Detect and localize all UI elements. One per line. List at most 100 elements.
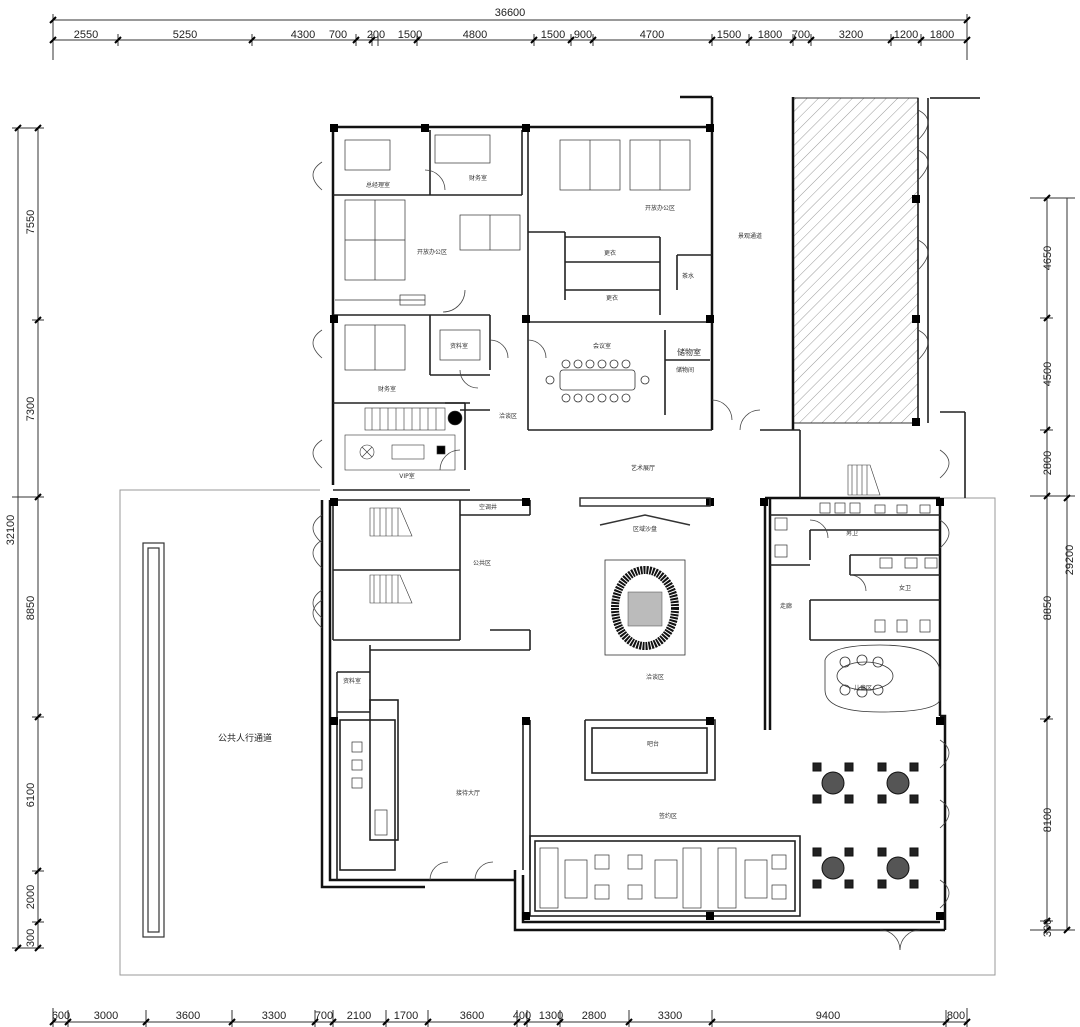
top-dimension-labels: 2550 5250 4300 700 200 1500 4800 1500 90… xyxy=(74,29,954,41)
room-art-hall: 艺术展厅 xyxy=(631,464,655,472)
room-small-2: 更衣 xyxy=(606,294,618,302)
bar-chairs xyxy=(351,741,388,836)
interior-walls xyxy=(332,130,966,917)
right-dim-label: 8850 xyxy=(1042,596,1054,620)
left-overall-dimension: 32100 xyxy=(5,515,17,546)
right-dimension-chain xyxy=(1030,197,1075,931)
courtyard-right-wall xyxy=(917,97,980,423)
top-dimension-ticks xyxy=(49,16,971,44)
right-dimension-labels: 4650 4500 2800 8850 8100 300 29200 xyxy=(1042,246,1076,937)
room-aircon: 空调井 xyxy=(479,503,497,511)
room-area-right-top: 景观通道 xyxy=(738,232,762,240)
top-dim-label: 1500 xyxy=(398,29,422,41)
room-sandtable: 区域沙盘 xyxy=(633,525,657,533)
left-dim-label: 6100 xyxy=(25,783,37,807)
right-dim-label: 4650 xyxy=(1042,246,1054,270)
public-walkway-strip xyxy=(142,542,165,938)
top-dim-label: 1800 xyxy=(930,29,954,41)
hatched-courtyard xyxy=(792,97,919,424)
top-dim-label: 4700 xyxy=(640,29,664,41)
right-overall-dimension: 29200 xyxy=(1064,545,1076,576)
negotiation-sofas xyxy=(539,847,787,909)
left-dim-label: 8850 xyxy=(25,596,37,620)
room-labels: 总经理室 财务室 开放办公区 开放办公区 财务室 资料室 VIP室 会议室 储物… xyxy=(343,174,911,820)
room-negotiation: 签约区 xyxy=(659,812,677,820)
top-dim-label: 700 xyxy=(329,29,347,41)
top-dim-label: 1200 xyxy=(894,29,918,41)
courtyard-door-swings xyxy=(917,109,929,361)
top-dim-label: 1800 xyxy=(758,29,782,41)
right-dim-label: 4500 xyxy=(1042,362,1054,386)
left-dim-label: 2000 xyxy=(25,885,37,909)
left-dimension-chain xyxy=(12,127,44,949)
bottom-dim-label: 700 xyxy=(315,1010,333,1022)
site-boundary xyxy=(119,489,996,976)
right-dimension-ticks xyxy=(1043,194,1071,934)
vip-stair xyxy=(344,407,463,471)
right-stair xyxy=(847,464,881,496)
room-corridor: 走廊 xyxy=(780,602,792,610)
office-desks xyxy=(335,134,691,371)
left-stairs xyxy=(369,507,413,604)
room-lobby: 洽谈区 xyxy=(646,673,664,681)
room-back-office: 资料室 xyxy=(343,677,361,685)
top-dim-label: 1500 xyxy=(541,29,565,41)
top-dim-label: 700 xyxy=(792,29,810,41)
top-dim-label: 3200 xyxy=(839,29,863,41)
top-dim-label: 5250 xyxy=(173,29,197,41)
exterior-walls xyxy=(320,95,947,932)
room-meeting: 会议室 xyxy=(593,342,611,350)
meeting-table xyxy=(545,359,650,403)
room-female-wc: 女卫 xyxy=(899,584,911,592)
bottom-dim-label: 3300 xyxy=(262,1010,286,1022)
bottom-dimension-ticks xyxy=(49,1018,971,1026)
right-dim-label: 8100 xyxy=(1042,808,1054,832)
bottom-dimension-labels: 600 3000 3600 3300 700 2100 1700 3600 40… xyxy=(52,1010,965,1022)
bottom-dim-label: 3000 xyxy=(94,1010,118,1022)
room-storage2: 储物间 xyxy=(676,366,694,374)
room-open-office-a: 开放办公区 xyxy=(417,248,447,256)
top-dim-label: 2550 xyxy=(74,29,98,41)
room-small-3: 茶水 xyxy=(682,272,694,280)
top-dim-label: 200 xyxy=(367,29,385,41)
door-swings[interactable] xyxy=(312,161,950,951)
top-dim-label: 1500 xyxy=(717,29,741,41)
room-reception: 接待大厅 xyxy=(456,789,480,797)
room-bar: 吧台 xyxy=(647,740,659,748)
bottom-dim-label: 1300 xyxy=(539,1010,563,1022)
bottom-dim-label: 1700 xyxy=(394,1010,418,1022)
bottom-dim-label: 800 xyxy=(947,1010,965,1022)
room-lounge: 洽谈区 xyxy=(499,412,517,420)
room-small-1: 更衣 xyxy=(604,249,616,257)
structural-columns xyxy=(330,124,944,920)
room-public-area: 公共区 xyxy=(473,559,491,567)
left-dim-label: 7550 xyxy=(25,210,37,234)
room-fin-manager: 财务室 xyxy=(469,174,487,182)
room-open-office-b: 开放办公区 xyxy=(645,204,675,212)
sandtable-model xyxy=(604,559,686,656)
public-walkway-label: 公共人行通道 xyxy=(218,732,272,744)
room-storage: 储物室 xyxy=(677,347,701,357)
bottom-dim-label: 3600 xyxy=(176,1010,200,1022)
top-dim-label: 4300 xyxy=(291,29,315,41)
cafe-tables xyxy=(812,762,919,889)
bottom-dim-label: 400 xyxy=(513,1010,531,1022)
bottom-dimension-chain xyxy=(52,1008,968,1027)
room-finance: 财务室 xyxy=(378,385,396,393)
bottom-dim-label: 2100 xyxy=(347,1010,371,1022)
left-dimension-labels: 7550 7300 8850 6100 2000 300 xyxy=(25,210,37,947)
bottom-dim-label: 3300 xyxy=(658,1010,682,1022)
bottom-dim-label: 2800 xyxy=(582,1010,606,1022)
left-dim-label: 300 xyxy=(25,929,37,947)
room-male-wc: 男卫 xyxy=(846,530,858,537)
top-dim-label: 900 xyxy=(574,29,592,41)
left-dimension-ticks xyxy=(14,124,42,952)
room-vip: VIP室 xyxy=(399,472,415,480)
room-president-office: 总经理室 xyxy=(366,181,390,189)
right-dim-label: 2800 xyxy=(1042,451,1054,475)
bottom-dim-label: 9400 xyxy=(816,1010,840,1022)
kids-area xyxy=(824,644,941,713)
left-dim-label: 7300 xyxy=(25,397,37,421)
right-dim-label: 300 xyxy=(1042,919,1054,937)
